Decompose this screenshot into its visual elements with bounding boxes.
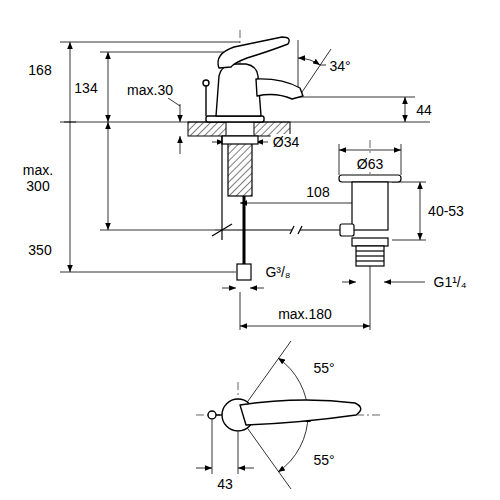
dimension-label: max. 300 <box>17 162 59 194</box>
dimension-line-part <box>240 203 370 204</box>
faucet-body-part <box>206 116 264 122</box>
faucet-body-part <box>205 86 206 116</box>
waste-drain-part <box>352 238 388 246</box>
shank-and-hose-part <box>215 229 292 230</box>
waste-drain-part <box>356 260 384 261</box>
dimension-line-part <box>180 104 181 122</box>
dimension-line-part <box>298 49 331 98</box>
dimension-line-part <box>420 182 421 240</box>
shank-and-hose-part <box>237 264 251 280</box>
shank-and-hose-part <box>300 229 340 230</box>
waste-drain-part <box>352 182 388 230</box>
countertop-part <box>188 122 226 136</box>
extension-line-part <box>339 144 340 175</box>
dimension-label: Ø34 <box>271 134 301 150</box>
extension-line-part <box>392 240 426 241</box>
dimension-label: max.30 <box>125 82 175 98</box>
faucet-body <box>203 37 303 122</box>
shank-and-hose <box>212 136 340 280</box>
dimension-label: 43 <box>215 476 235 492</box>
waste-drain-part <box>356 255 384 256</box>
dimension-label: 55° <box>311 360 336 376</box>
shank-and-hose-part <box>290 226 294 234</box>
dimension-label: max.180 <box>276 306 334 322</box>
dimension-label: 34° <box>327 58 352 74</box>
faucet-body-part <box>256 79 303 99</box>
dimension-line-part <box>196 468 212 469</box>
waste-drain-part <box>356 250 384 251</box>
extension-line-part <box>212 420 213 474</box>
shank-and-hose-part <box>298 226 302 234</box>
extension-line-part <box>401 144 402 175</box>
extension-line-part <box>370 266 371 330</box>
dimension-line-part <box>240 326 370 327</box>
extension-line-part <box>240 292 241 330</box>
extension-line-part <box>100 52 230 53</box>
waste-drain-part <box>356 246 384 266</box>
faucet-body-part <box>203 80 209 86</box>
dimension-label: 44 <box>414 102 434 118</box>
extension-line-part <box>60 272 236 273</box>
extension-line-part <box>100 230 215 231</box>
dimension-label: G³/₈ <box>263 264 292 280</box>
dimension-line-part <box>405 97 406 122</box>
waste-drain-part <box>340 224 354 236</box>
faucet-body-part <box>216 64 261 116</box>
dimension-line-part <box>168 98 180 106</box>
dimension-line-part <box>342 282 356 283</box>
dimension-label: G1¹/₄ <box>432 274 469 290</box>
plan-view-part <box>240 400 361 425</box>
shank-and-hose-part <box>228 136 252 196</box>
dimension-line-part <box>108 122 109 230</box>
dimension-line-part <box>250 288 264 289</box>
dimension-line <box>64 40 425 489</box>
dimension-line-part <box>238 468 254 469</box>
dimension-label: 108 <box>304 184 331 200</box>
dimension-label: 350 <box>26 242 53 258</box>
plan-view <box>208 399 361 431</box>
dimension-line-part <box>384 282 425 283</box>
dimension-label: 168 <box>26 62 53 78</box>
extension-line-part <box>300 97 415 98</box>
dimension-line-part <box>222 288 236 289</box>
dimension-label: 40-53 <box>426 203 466 219</box>
dimension-line-part <box>320 65 326 66</box>
dimension-line-part <box>339 150 401 151</box>
shank-and-hose-part <box>221 136 222 240</box>
dimension-label: 55° <box>311 452 336 468</box>
center-line <box>196 30 380 430</box>
dimension-label: Ø63 <box>355 156 385 172</box>
extension-line <box>60 42 430 474</box>
shank-and-hose-part <box>222 136 258 144</box>
extension-line-part <box>60 42 240 43</box>
faucet-body-part <box>218 37 289 68</box>
dimension-line-part <box>108 52 109 122</box>
waste-drain-part <box>339 175 401 182</box>
dimension-line-part <box>70 42 71 272</box>
plan-view-part <box>208 411 216 419</box>
dimension-line-part <box>180 136 181 154</box>
waste-drain <box>339 175 401 266</box>
dimension-line-part <box>64 122 76 123</box>
dimension-label: 134 <box>72 80 99 96</box>
dimension-line-part <box>298 58 320 65</box>
